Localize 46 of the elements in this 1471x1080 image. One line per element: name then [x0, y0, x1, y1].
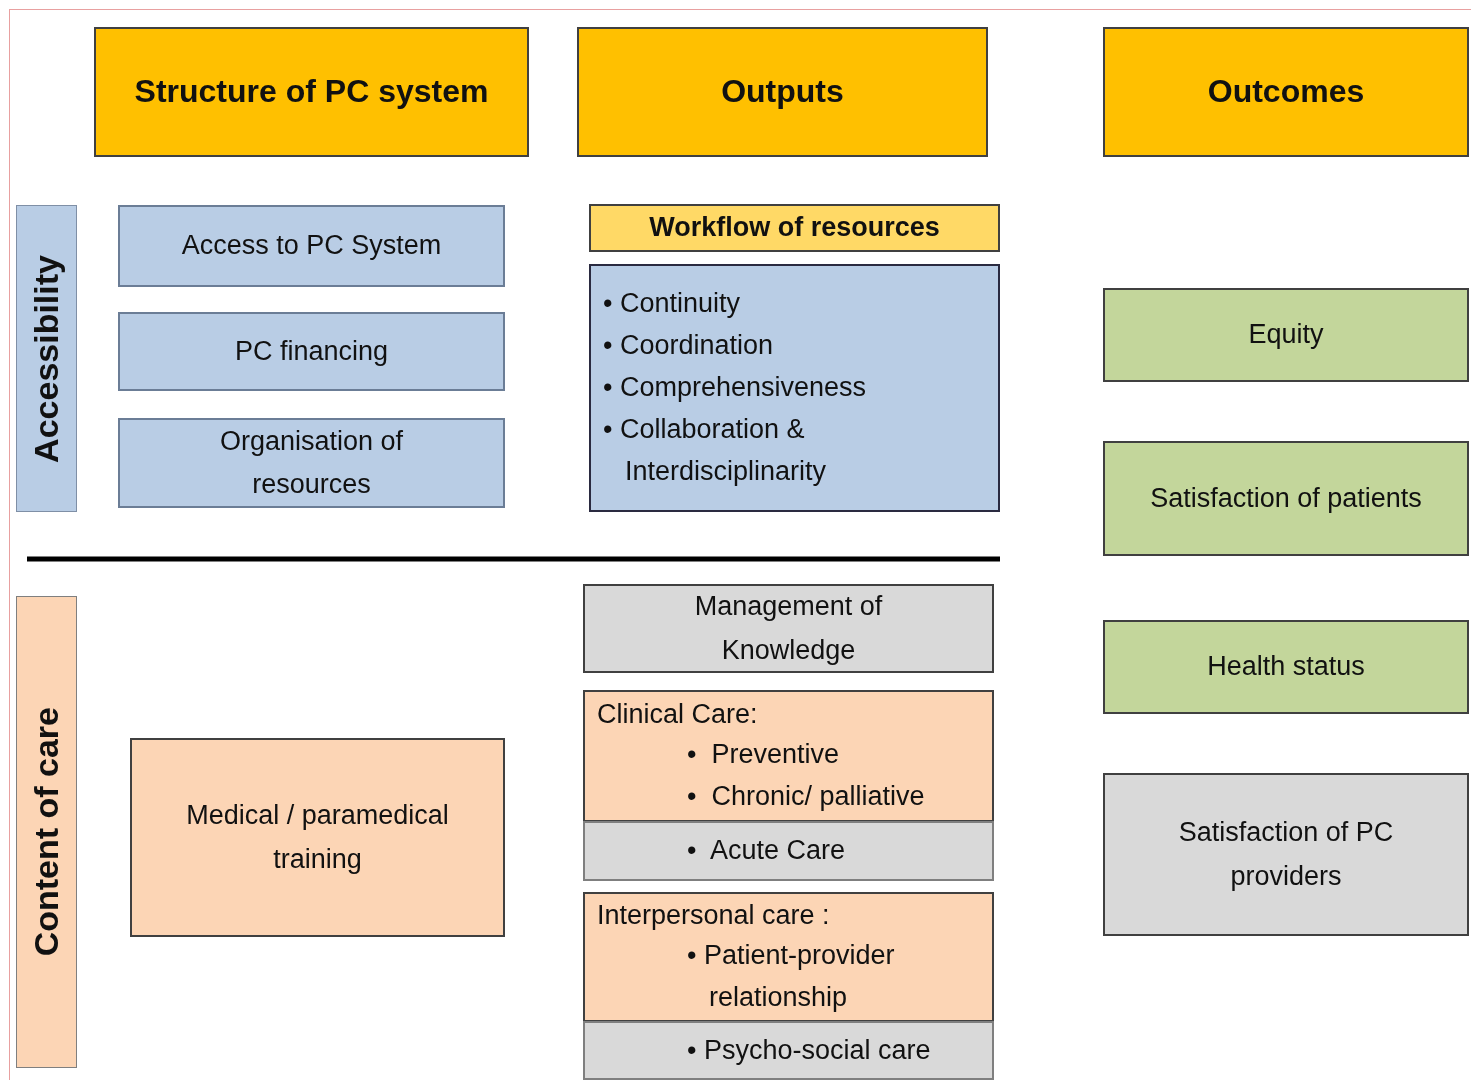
box-label: Management of Knowledge — [693, 590, 884, 667]
bullet-item: • Acute Care — [687, 834, 846, 868]
bullet-list-box — [583, 892, 994, 1022]
bullet-item: • Chronic/ palliative — [687, 780, 925, 814]
column-header — [1103, 27, 1469, 157]
bullet-item-box — [583, 1021, 994, 1080]
bullet-item: • Continuity — [603, 287, 742, 321]
category-box — [118, 418, 505, 508]
column-header — [577, 27, 988, 157]
outcome-box — [1103, 288, 1469, 382]
box-label: Structure of PC system — [133, 72, 490, 112]
box-label: Outputs — [720, 72, 845, 112]
box-label: Health status — [1206, 650, 1366, 684]
category-box — [118, 312, 505, 391]
list-heading: Clinical Care: — [597, 697, 758, 731]
outcome-box — [1103, 773, 1469, 936]
box-label: Organisation of resources — [218, 424, 405, 501]
box-label: Satisfaction of PC providers — [1177, 816, 1395, 893]
box-label: Access to PC System — [180, 229, 443, 263]
bullet-item: • Preventive — [687, 738, 841, 772]
bullet-item-box — [583, 821, 994, 881]
category-box — [118, 205, 505, 287]
outcome-box — [1103, 441, 1469, 556]
category-box — [583, 584, 994, 673]
bullet-list-box — [583, 690, 994, 822]
bullet-item: • Collaboration & Interdisciplinarity — [603, 412, 828, 488]
bullet-item: • Patient-provider relationship — [687, 939, 896, 1015]
list-heading: Interpersonal care : — [597, 898, 830, 932]
box-label: Equity — [1247, 318, 1325, 352]
box-label: Medical / paramedical training — [185, 799, 450, 876]
row-label-band — [16, 205, 77, 512]
subheader-box — [589, 204, 1000, 252]
bullet-item: • Psycho-social care — [687, 1033, 931, 1067]
row-label: Accessibility — [26, 254, 67, 463]
category-box — [130, 738, 505, 937]
row-label-band — [16, 596, 77, 1068]
outcome-box — [1103, 620, 1469, 714]
box-label: Workflow of resources — [648, 211, 941, 245]
row-label: Content of care — [26, 707, 67, 957]
box-label: Outcomes — [1206, 72, 1366, 112]
bullet-list-box — [589, 264, 1000, 512]
box-label: PC financing — [233, 334, 390, 368]
column-header — [94, 27, 529, 157]
bullet-item: • Comprehensiveness — [603, 371, 868, 405]
box-label: Satisfaction of patients — [1149, 481, 1423, 515]
bullet-item: • Coordination — [603, 329, 775, 363]
